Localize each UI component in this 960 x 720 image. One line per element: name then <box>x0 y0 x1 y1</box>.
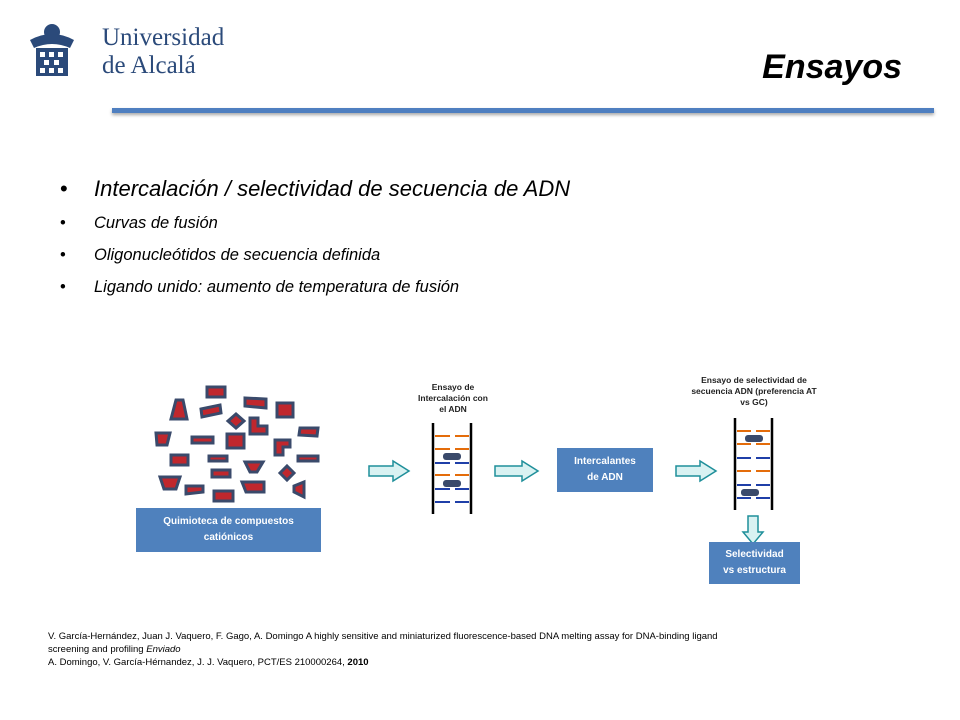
bullet-item: Curvas de fusión <box>60 214 570 233</box>
intercalator-ligand <box>741 489 759 496</box>
compound-shape <box>292 479 306 500</box>
compound-shape <box>169 398 189 421</box>
compound-shape <box>184 484 205 496</box>
down-arrow-icon <box>741 515 765 546</box>
intercalation-assay-label: Ensayo de Intercalación con el ADN <box>418 382 488 414</box>
intercalator-ligand <box>745 435 763 442</box>
bullet-item: Ligando unido: aumento de temperatura de… <box>60 278 570 297</box>
compound-library <box>154 385 320 503</box>
bullet-item: Oligonucleótidos de secuencia definida <box>60 246 570 265</box>
reference-1-text: screening and profiling <box>48 644 147 655</box>
selectivity-label: Selectividad vs estructura <box>723 549 786 576</box>
intercalators-box: Intercalantes de ADN <box>557 448 653 492</box>
compound-shape <box>243 396 268 410</box>
compound-shape <box>297 426 320 438</box>
compound-shape <box>273 438 292 457</box>
intercalators-label: Intercalantes de ADN <box>574 456 636 483</box>
logo-text: Universidad de Alcalá <box>102 24 224 80</box>
reference-1: V. García-Hernández, Juan J. Vaquero, F.… <box>48 631 718 642</box>
reference-2: A. Domingo, V. García-Hérnandez, J. J. V… <box>48 656 718 669</box>
logo-line-2: de Alcalá <box>102 52 196 79</box>
compound-shape <box>169 453 190 467</box>
compound-shape <box>205 385 227 399</box>
page-title: Ensayos <box>762 48 902 86</box>
compound-shape <box>296 454 320 463</box>
compound-shape <box>225 432 246 450</box>
arrow-icon <box>494 459 540 483</box>
arrow-icon <box>368 459 411 483</box>
reference-2-year: 2010 <box>347 657 369 668</box>
university-crest-icon <box>30 24 74 76</box>
compound-library-box: Quimioteca de compuestos catiónicos <box>136 508 321 552</box>
selectivity-box: Selectividad vs estructura <box>709 542 800 584</box>
compound-shape <box>239 480 266 494</box>
compound-shape <box>210 468 232 479</box>
bullet-item: Intercalación / selectividad de secuenci… <box>60 176 570 202</box>
reference-1-cont: screening and profiling Enviado <box>48 643 718 656</box>
bullet-list: Intercalación / selectividad de secuenci… <box>60 176 570 310</box>
selectivity-assay-label: Ensayo de selectividad de secuencia ADN … <box>691 375 817 407</box>
compound-shape <box>157 475 183 491</box>
compound-shape <box>242 460 266 474</box>
compound-shape <box>225 412 247 430</box>
compound-shape <box>190 435 215 445</box>
dna-ladder-intercalation <box>431 423 473 514</box>
logo-line-1: Universidad <box>102 24 225 51</box>
dna-ladder-selectivity <box>733 418 774 510</box>
compound-library-label: Quimioteca de compuestos catiónicos <box>163 516 294 543</box>
university-logo: Universidad de Alcalá <box>24 20 224 84</box>
header-divider <box>112 108 934 113</box>
compound-shape <box>154 431 172 447</box>
compound-shape <box>207 454 229 463</box>
intercalator-ligand <box>443 453 461 460</box>
compound-shape <box>248 416 269 436</box>
intercalator-ligand <box>443 480 461 487</box>
compound-shape <box>212 489 235 503</box>
compound-shape <box>277 463 297 483</box>
reference-1-status: Enviado <box>146 644 181 655</box>
reference-2-text: A. Domingo, V. García-Hérnandez, J. J. V… <box>48 657 348 668</box>
compound-shape <box>199 403 223 419</box>
compound-shape <box>275 401 295 419</box>
references: V. García-Hernández, Juan J. Vaquero, F.… <box>48 630 718 669</box>
arrow-icon <box>675 459 718 483</box>
